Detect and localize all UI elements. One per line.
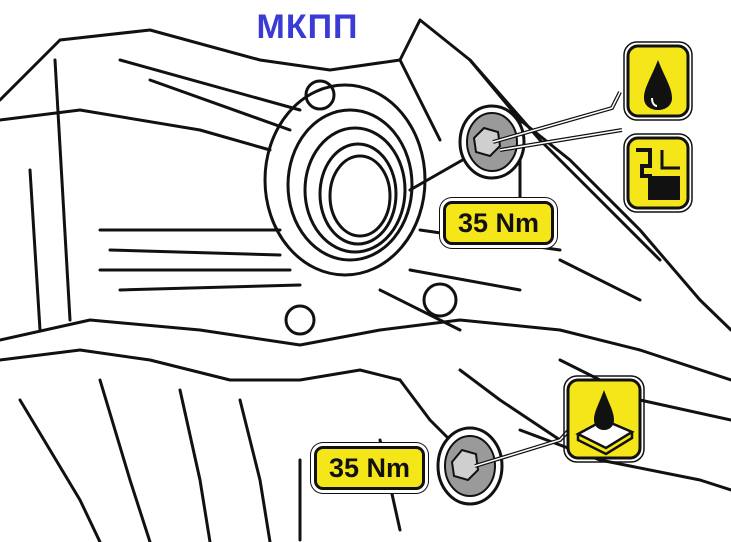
- torque-label-bottom: 35 Nm: [314, 446, 425, 490]
- bolt-top: [458, 91, 623, 180]
- sealant-icon: [563, 375, 645, 463]
- torque-label-top: 35 Nm: [443, 201, 554, 245]
- bolt-bottom: [436, 418, 580, 506]
- page-title: МКПП: [256, 8, 359, 46]
- oil-drop-icon: [623, 41, 693, 121]
- oil-level-icon: [623, 133, 693, 213]
